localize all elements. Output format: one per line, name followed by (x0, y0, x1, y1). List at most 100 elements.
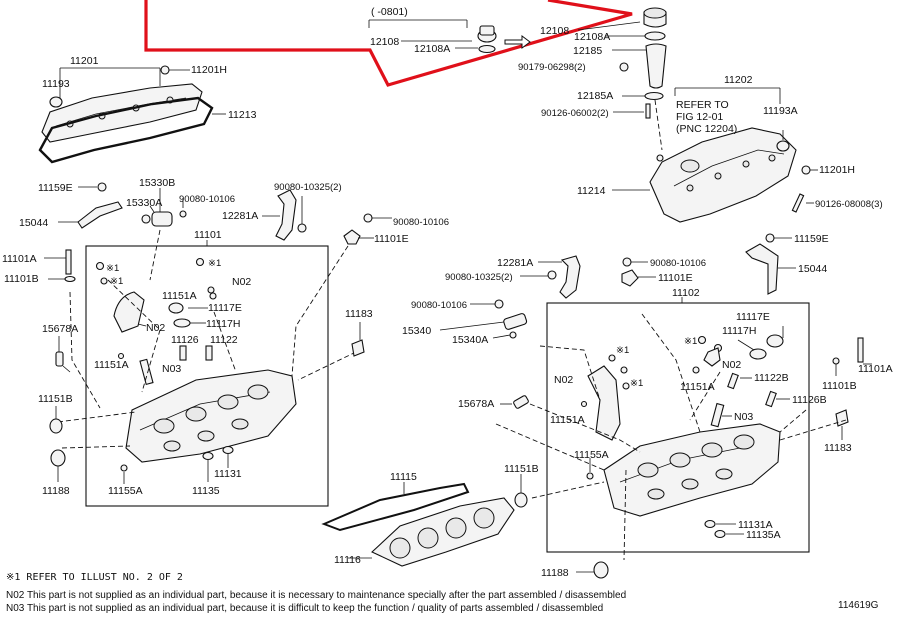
label-11117E-left: 11117E (208, 302, 242, 314)
label-11188-right: 11188 (541, 567, 569, 579)
label-15044-left: 15044 (19, 217, 48, 229)
sensor-11101E-right (621, 269, 639, 287)
label-90080-10325-a: 90080-10325(2) (274, 182, 342, 193)
label-15340A: 15340A (452, 334, 488, 346)
label-11117H-left: 11117H (206, 318, 240, 330)
bolt-11159E-right (765, 233, 775, 243)
label-11213: 11213 (228, 109, 257, 121)
label-11202: 11202 (724, 74, 753, 86)
label-11151B-right: 11151B (504, 463, 539, 475)
label-11101E-left: 11101E (374, 233, 409, 245)
plug-11188-left (50, 449, 66, 467)
label-11151A-b: 11151A (94, 359, 129, 371)
label-11201: 11201 (70, 55, 99, 67)
label-11201H-right: 11201H (819, 164, 855, 176)
label-90126-08008: 90126-08008(3) (815, 199, 883, 210)
footnote-star: ※1 REFER TO ILLUST NO. 2 OF 2 (6, 572, 183, 583)
pipe-gasket (644, 91, 664, 101)
head-cover-left-group (38, 65, 226, 164)
bolt-90080-10106-b (363, 213, 373, 223)
label-11214: 11214 (577, 185, 606, 197)
label-11151A-a: 11151A (162, 290, 197, 302)
cylinder-head-left (125, 369, 297, 463)
label-11101B-right: 11101B (822, 380, 857, 392)
oil-filler-pipe (645, 43, 667, 89)
label-15044-right: 15044 (798, 263, 827, 275)
label-11117E-right: 11117E (736, 311, 770, 323)
pin-n03-right (710, 402, 725, 428)
left-small-parts (58, 182, 392, 245)
label-11155A-left: 11155A (108, 485, 143, 497)
label-15340: 15340 (402, 325, 431, 337)
plug-11155A-right (586, 472, 594, 480)
sensor-15330B (151, 211, 173, 227)
label-15330B: 15330B (139, 177, 175, 189)
label-star-1a: ※1 (106, 263, 119, 274)
label-n02-c: N02 (554, 374, 573, 386)
label-star-1e: ※1 (616, 345, 629, 356)
label-11151A-d: 11151A (550, 414, 585, 426)
cap-gasket-small (478, 44, 496, 54)
seal-11117E-right (766, 334, 784, 348)
right-small-parts (439, 233, 872, 440)
timing-cover-n02-left (113, 291, 145, 333)
label-n02-a: N02 (232, 276, 251, 288)
label-11159E-left: 11159E (38, 182, 73, 194)
plug-11117H-left (173, 318, 191, 328)
label-n03-b: N03 (734, 411, 753, 423)
label-star-1b: ※1 (110, 276, 123, 287)
label-11183-left: 11183 (345, 308, 373, 320)
seal-11151B-right (514, 492, 528, 508)
label-11131A: 11131A (738, 519, 773, 531)
head-gaskets (321, 482, 515, 567)
replacement-arrow (504, 35, 531, 49)
refer-line-3: (PNC 12204) (676, 123, 737, 135)
label-11126B: 11126B (792, 394, 827, 406)
sensor-11101E-left (343, 229, 361, 245)
head-cover-right-group (612, 87, 818, 223)
refer-line-1: REFER TO (676, 99, 729, 111)
cover-grommet (49, 96, 63, 108)
footnote-n03: N03 This part is not supplied as an indi… (6, 603, 603, 614)
cover-stud-bolts (791, 193, 805, 213)
label-11135: 11135 (192, 485, 220, 497)
label-12108-right: 12108 (540, 25, 569, 37)
sensor-15678A-right (513, 395, 529, 409)
bolt-11159E-left (97, 182, 107, 192)
label-11126: 11126 (171, 334, 199, 346)
head-cover-right (649, 127, 797, 223)
plug-11188-right (593, 561, 609, 579)
label-11201H-left: 11201H (191, 64, 227, 76)
label-12185: 12185 (573, 45, 602, 57)
label-star-1f: ※1 (630, 378, 643, 389)
label-11122: 11122 (210, 334, 238, 346)
label-11159E-right: 11159E (794, 233, 829, 245)
label-90080-10106-b: 90080-10106 (393, 217, 449, 228)
bracket-12281A-left (275, 189, 297, 241)
label-90080-10106-d: 90080-10106 (411, 300, 467, 311)
label-12185A: 12185A (577, 90, 613, 102)
washer-11131A (704, 519, 716, 529)
label-11188-left: 11188 (42, 485, 70, 497)
label-11117H-right: 11117H (722, 325, 756, 337)
label-11115: 11115 (390, 471, 417, 483)
label-11101E-right: 11101E (658, 272, 693, 284)
label-15678A-right: 15678A (458, 398, 494, 410)
figure-id: 114619G (838, 600, 879, 611)
plate-n02-right (703, 347, 721, 367)
label-star-1d: ※1 (684, 336, 697, 347)
label-11151A-c: 11151A (680, 381, 715, 393)
label-11183-right: 11183 (824, 442, 852, 454)
label-11116: 11116 (334, 554, 361, 566)
label-n02-b: N02 (146, 322, 165, 334)
plug-11117H-right (749, 348, 767, 360)
pin-11122B (727, 372, 739, 390)
label-12281A-right: 12281A (497, 257, 533, 269)
washer-11101B-right (832, 357, 840, 365)
seal-11151B-left (49, 418, 63, 434)
bolt-11101A-left (65, 249, 72, 275)
label-11101A-left: 11101A (2, 253, 37, 265)
plug-11183-right (835, 409, 849, 427)
sensor-15340 (503, 313, 528, 330)
pin-11126B (765, 390, 777, 408)
